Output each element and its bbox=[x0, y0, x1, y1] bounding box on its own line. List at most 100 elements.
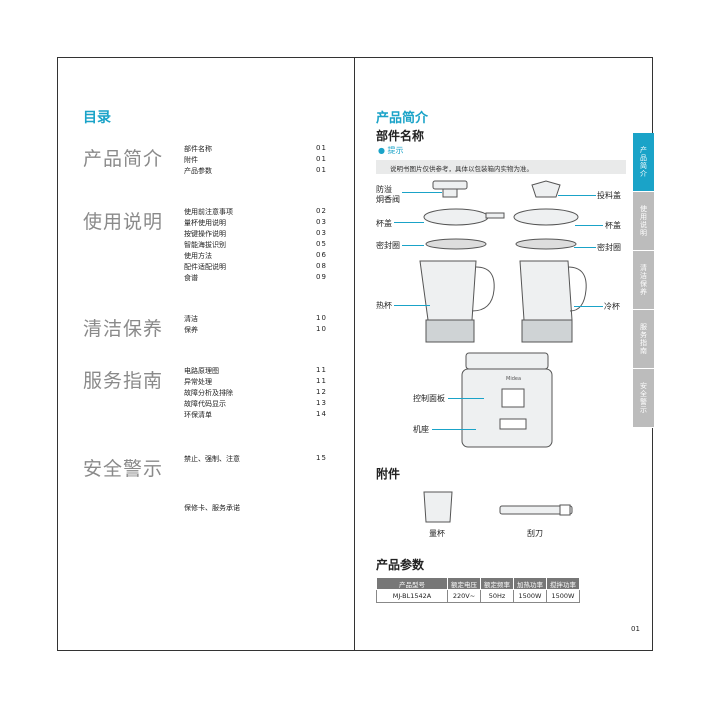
machine-body-shape bbox=[461, 368, 553, 448]
toc-title: 目录 bbox=[83, 110, 111, 126]
spec-cell: 1500W bbox=[546, 589, 580, 603]
tip-bar: 说明书图片仅供参考，具体以包装箱内实物为准。 bbox=[376, 160, 626, 174]
seal-right-shape bbox=[515, 238, 577, 250]
cold-cup-handle-shape bbox=[567, 266, 587, 312]
toc-entry-page: 15 bbox=[316, 454, 327, 462]
toc-entry-page: 10 bbox=[316, 314, 327, 322]
toc-entry-text: 禁止、强制、注意 bbox=[184, 455, 240, 463]
side-tab-intro[interactable]: 产品简介 bbox=[633, 133, 654, 192]
toc-entry-text: 配件适配说明 bbox=[184, 263, 226, 271]
feed-cap-shape bbox=[531, 180, 561, 198]
toc-entry-page: 12 bbox=[316, 388, 327, 396]
label-valve: 防溢 炯香阀 bbox=[376, 185, 400, 204]
toc-entry-page: 01 bbox=[316, 144, 327, 152]
label-scraper: 刮刀 bbox=[527, 529, 543, 538]
spec-cell: 50Hz bbox=[480, 589, 514, 603]
spec-header: 产品型号 bbox=[376, 577, 448, 590]
hot-cup-body-shape bbox=[419, 260, 477, 321]
toc-entry-text: 故障代码显示 bbox=[184, 400, 226, 408]
spec-header: 额定频率 bbox=[480, 577, 514, 590]
toc-warranty: 保修卡、服务承诺 bbox=[184, 504, 240, 512]
toc-entry-page: 06 bbox=[316, 251, 327, 259]
toc-entry-page: 08 bbox=[316, 262, 327, 270]
toc-entry-text: 保养 bbox=[184, 326, 198, 334]
toc-entry-page: 10 bbox=[316, 325, 327, 333]
scraper-tip-shape bbox=[559, 504, 571, 516]
label-lid-left: 杯盖 bbox=[376, 219, 392, 228]
valve-cap-shape bbox=[432, 180, 468, 190]
leader-hot-cup bbox=[394, 305, 430, 306]
toc-entry[interactable]: 禁止、强制、注意 15 bbox=[184, 454, 344, 464]
lightbulb-icon: ● bbox=[378, 146, 385, 155]
measuring-cup-shape bbox=[423, 491, 453, 523]
lid-right-shape bbox=[513, 208, 579, 226]
page-number: 01 bbox=[631, 625, 640, 633]
cold-cup-body-shape bbox=[519, 260, 573, 321]
parts-heading: 部件名称 bbox=[376, 129, 425, 143]
scraper-shape bbox=[499, 505, 573, 515]
toc-section-name: 服务指南 bbox=[83, 370, 164, 392]
side-tab-safety[interactable]: 安全警示 bbox=[633, 369, 654, 428]
leader-lid-right bbox=[575, 225, 603, 226]
toc-entry-text: 环保清单 bbox=[184, 411, 212, 419]
leader-control-panel bbox=[448, 398, 484, 399]
toc-entry-text: 电路原理图 bbox=[184, 367, 219, 375]
spec-table: 产品型号 额定电压 额定频率 加热功率 搅拌功率 MJ-BL1542A 220V… bbox=[376, 577, 580, 603]
side-tab-cleaning[interactable]: 清洁保养 bbox=[633, 251, 654, 310]
parts-illustration: Midea bbox=[419, 180, 587, 448]
toc-entry-text: 附件 bbox=[184, 156, 198, 164]
toc-entry-page: 02 bbox=[316, 207, 327, 215]
toc-section-name: 清洁保养 bbox=[83, 318, 164, 340]
spec-header-row: 产品型号 额定电压 额定频率 加热功率 搅拌功率 bbox=[376, 577, 580, 590]
toc-entry[interactable]: 电路原理图 11 bbox=[184, 366, 344, 376]
brand-logo: Midea bbox=[506, 376, 521, 382]
side-tab-usage[interactable]: 使用说明 bbox=[633, 192, 654, 251]
tip: ● 提示 bbox=[378, 145, 404, 156]
spec-cell: MJ-BL1542A bbox=[376, 589, 448, 603]
tip-label: 提示 bbox=[387, 146, 404, 155]
params-heading: 产品参数 bbox=[376, 558, 425, 572]
toc-entry[interactable]: 保养 10 bbox=[184, 325, 344, 335]
toc-entry-text: 按键操作说明 bbox=[184, 230, 226, 238]
toc-entry-text: 清洁 bbox=[184, 315, 198, 323]
toc-entry[interactable]: 使用前注意事项 02 bbox=[184, 207, 344, 217]
toc-entry-text: 使用前注意事项 bbox=[184, 208, 233, 216]
accessories-heading: 附件 bbox=[376, 467, 401, 481]
toc-entry-text: 量杯使用说明 bbox=[184, 219, 226, 227]
side-tab-service[interactable]: 服务指南 bbox=[633, 310, 654, 369]
display-shape bbox=[501, 388, 525, 408]
toc-entry[interactable]: 智能海拔识别 05 bbox=[184, 240, 344, 250]
tip-text: 说明书图片仅供参考，具体以包装箱内实物为准。 bbox=[390, 165, 533, 173]
label-cold-cup: 冷杯 bbox=[604, 302, 620, 311]
toc-entry-text: 智能海拔识别 bbox=[184, 241, 226, 249]
toc-entry-text: 故障分析及排除 bbox=[184, 389, 233, 397]
toc-entry-page: 13 bbox=[316, 399, 327, 407]
side-tabs: 产品简介 使用说明 清洁保养 服务指南 安全警示 bbox=[633, 133, 654, 428]
toc-entry[interactable]: 量杯使用说明 03 bbox=[184, 218, 344, 228]
leader-lid-left bbox=[394, 222, 424, 223]
toc-section-name: 安全警示 bbox=[83, 458, 164, 480]
seal-left-shape bbox=[425, 238, 487, 250]
toc-entry-page: 11 bbox=[316, 377, 327, 385]
toc-entry-page: 03 bbox=[316, 218, 327, 226]
hot-cup-base-shape bbox=[425, 319, 475, 343]
toc-entry[interactable]: 配件适配说明 08 bbox=[184, 262, 344, 272]
toc-entry[interactable]: 故障分析及排除 12 bbox=[184, 388, 344, 398]
toc-entry[interactable]: 故障代码显示 13 bbox=[184, 399, 344, 409]
leader-feed-cap bbox=[558, 195, 596, 196]
spec-header: 额定电压 bbox=[447, 577, 481, 590]
toc-entry-page: 11 bbox=[316, 366, 327, 374]
label-seal-left: 密封圈 bbox=[376, 241, 400, 250]
label-lid-right: 杯盖 bbox=[605, 221, 621, 230]
toc-entry-page: 05 bbox=[316, 240, 327, 248]
toc-entry[interactable]: 清洁 10 bbox=[184, 314, 344, 324]
machine-top-shape bbox=[465, 352, 549, 370]
